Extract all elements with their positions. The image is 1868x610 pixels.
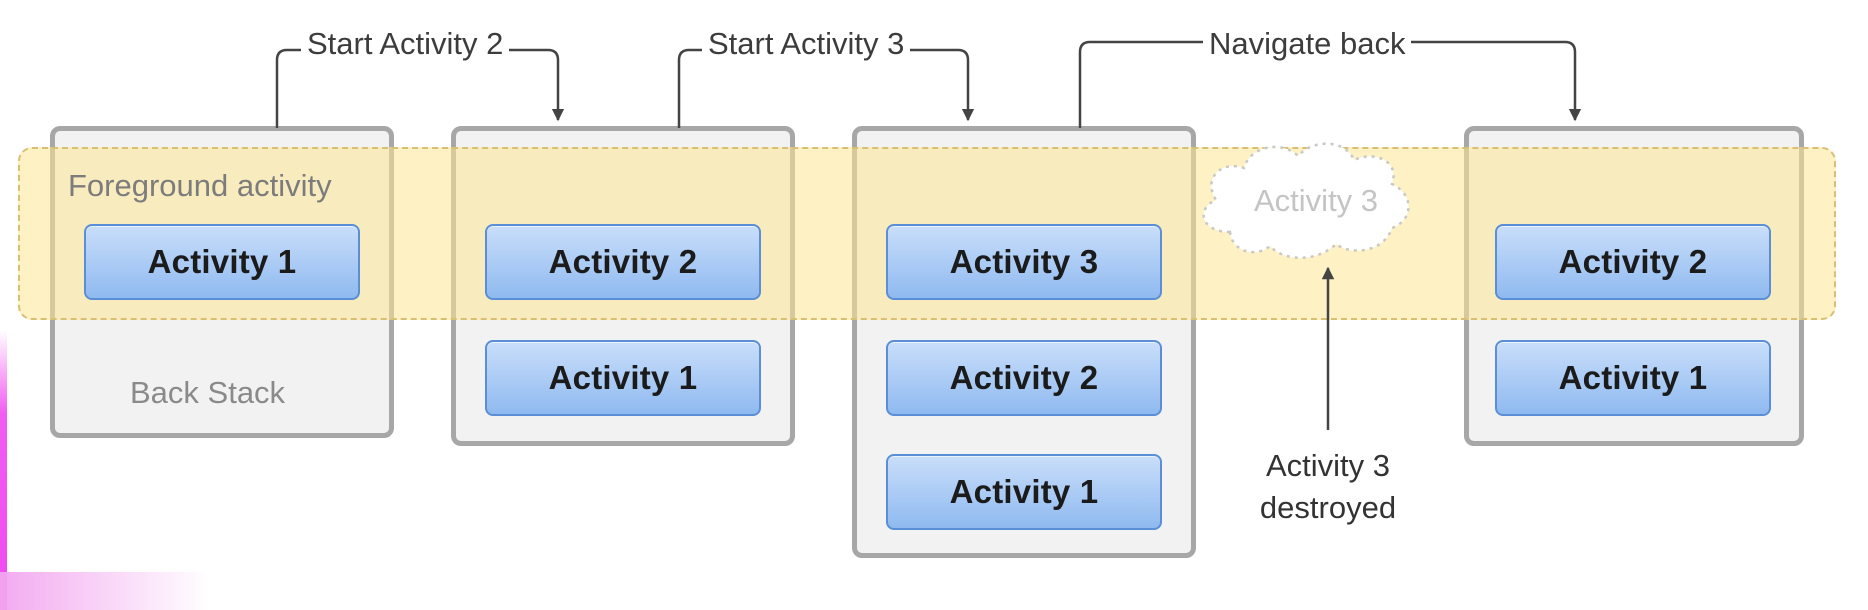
navigate-back-label: Navigate back: [1203, 24, 1412, 64]
activity-destroyed-caption-line2: destroyed: [1259, 490, 1397, 525]
foreground-activity-label: Foreground activity: [68, 168, 332, 203]
start-activity-3-label: Start Activity 3: [702, 24, 911, 64]
stack-4-activity-2: Activity 2: [1495, 224, 1771, 300]
back-stack-label: Back Stack: [130, 375, 286, 410]
stack-3-activity-2: Activity 2: [886, 340, 1162, 416]
destroyed-activity-label: Activity 3: [1254, 183, 1379, 218]
stack-3-activity-3: Activity 3: [886, 224, 1162, 300]
stack-2-activity-1: Activity 1: [485, 340, 761, 416]
activity-destroyed-caption-line1: Activity 3: [1265, 448, 1391, 483]
start-activity-2-label: Start Activity 2: [301, 24, 510, 64]
stack-4-activity-1: Activity 1: [1495, 340, 1771, 416]
stack-3-activity-1: Activity 1: [886, 454, 1162, 530]
destroyed-activity-cloud: [1202, 142, 1410, 259]
activity-destroyed-caption: Activity 3 destroyed: [1240, 445, 1416, 529]
stack-2-activity-2: Activity 2: [485, 224, 761, 300]
stack-1-activity-1: Activity 1: [84, 224, 360, 300]
